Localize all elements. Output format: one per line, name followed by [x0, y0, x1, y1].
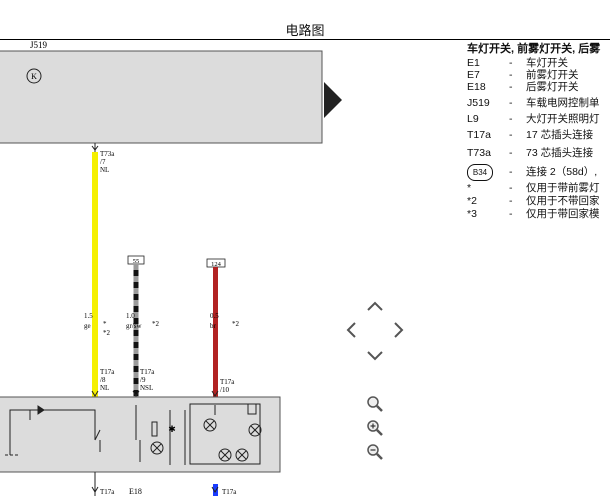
next-page-icon[interactable]	[322, 80, 344, 120]
wire-end-code: NL	[100, 384, 109, 392]
header-divider	[0, 39, 610, 40]
legend-desc: 仅用于带前雾灯	[526, 182, 600, 194]
legend-desc: 73 芯插头连接	[526, 147, 594, 159]
legend-code: E7	[467, 69, 480, 81]
connection-badge: B34	[467, 164, 493, 181]
wire-connector-label: 55	[133, 258, 140, 265]
legend-panel: 车灯开关, 前雾灯开关, 后雾 E1 - 车灯开关 E7 - 前雾灯开关 E18 - 后雾灯…	[467, 40, 610, 240]
zoom-fit-button[interactable]	[366, 395, 384, 413]
navigation-controls	[340, 295, 410, 465]
legend-dash: -	[509, 57, 513, 69]
module-label: J519	[30, 40, 48, 50]
zoom-fit-icon	[367, 396, 383, 412]
legend-dash: -	[509, 208, 513, 220]
legend-desc: 前雾灯开关	[526, 69, 579, 81]
legend-desc: 连接 2（58d）,	[526, 166, 598, 178]
wire-end-code: NSL	[140, 384, 153, 392]
legend-dash: -	[509, 69, 513, 81]
legend-desc: 车载电网控制单	[526, 97, 600, 109]
wire-end-connector: T17a	[220, 378, 235, 386]
legend-dash: -	[509, 81, 513, 93]
zoom-in-icon	[367, 420, 383, 436]
bottom-connector-label: T17a	[222, 488, 237, 496]
pan-left-button[interactable]	[344, 320, 358, 340]
wire-end-pin: /9	[140, 376, 146, 384]
legend-desc: 后雾灯开关	[526, 81, 579, 93]
bottom-connectors: T17a E18 T17a	[91, 472, 237, 496]
legend-desc: 仅用于带回家模	[526, 208, 600, 220]
legend-dash: -	[509, 182, 513, 194]
down-icon	[367, 351, 383, 361]
legend-code: *2	[467, 195, 477, 207]
wire-code-label: NL	[100, 166, 109, 174]
zoom-out-icon	[367, 444, 383, 460]
legend-code: *3	[467, 208, 477, 220]
legend-dash: -	[509, 97, 513, 109]
wire-note: *2	[103, 329, 111, 337]
module-symbol-icon	[26, 68, 42, 84]
page-title: 电路图	[285, 23, 325, 38]
legend-code: E18	[467, 81, 486, 93]
control-unit-j519: J519 K	[0, 40, 323, 144]
wire-grey-black[interactable]: 55 1.0 gr/sw *2 T17a /9 NSL	[126, 255, 160, 405]
bottom-component-label: E18	[129, 487, 142, 496]
wire-color-label: gr/sw	[126, 322, 143, 330]
pan-up-button[interactable]	[365, 299, 385, 313]
svg-text:✱: ✱	[168, 424, 176, 434]
wire-color-label: br	[210, 322, 217, 330]
legend-desc: 17 芯插头连接	[526, 129, 594, 141]
legend-code: T73a	[467, 147, 491, 159]
header: 电路图	[0, 0, 610, 40]
wire-yellow[interactable]: T73a /7 NL 1.5 ge * *2 T17a /8 NL	[84, 143, 115, 406]
wire-size-label: 1.5	[84, 312, 93, 320]
module-symbol: K	[31, 72, 37, 81]
pan-down-button[interactable]	[365, 349, 385, 363]
legend-title: 车灯开关, 前雾灯开关, 后雾	[467, 43, 601, 55]
legend-dash: -	[509, 129, 513, 141]
wire-note: *2	[152, 320, 160, 328]
wire-end-connector: T17a	[140, 368, 155, 376]
legend-code: T17a	[467, 129, 491, 141]
wiring-diagram[interactable]: J519 K T73a /7 NL 1.5 ge * *2 T17a /8 NL…	[0, 40, 330, 496]
legend-code: E1	[467, 57, 480, 69]
wire-brown[interactable]: 124 0.5 br *2 T17a /10	[206, 258, 240, 405]
up-icon	[367, 301, 383, 311]
wire-end-pin: /10	[220, 386, 229, 394]
wire-pin-label: /7	[100, 158, 106, 166]
wire-end-connector: T17a	[100, 368, 115, 376]
wire-color-label: ge	[84, 322, 91, 330]
wire-connector-label: T73a	[100, 150, 115, 158]
legend-desc: 仅用于不带回家	[526, 195, 600, 207]
wire-end-pin: /8	[100, 376, 106, 384]
wire-note: *	[103, 320, 107, 328]
zoom-out-button[interactable]	[366, 443, 384, 461]
connector-arrows	[91, 390, 219, 397]
legend-code: L9	[467, 113, 479, 125]
legend-dash: -	[509, 166, 513, 178]
legend-desc: 车灯开关	[526, 57, 568, 69]
switch-module-box: ✱	[0, 396, 281, 473]
legend-dash: -	[509, 195, 513, 207]
legend-desc: 大灯开关照明灯	[526, 113, 600, 125]
legend-dash: -	[509, 113, 513, 125]
bottom-connector-label: T17a	[100, 488, 115, 496]
left-icon	[346, 322, 356, 338]
zoom-in-button[interactable]	[366, 419, 384, 437]
right-icon	[394, 322, 404, 338]
legend-code: J519	[467, 97, 490, 109]
wire-connector-label: 124	[211, 261, 222, 268]
pan-right-button[interactable]	[392, 320, 406, 340]
wire-size-label: 1.0	[126, 312, 135, 320]
wire-note: *2	[232, 320, 240, 328]
wire-size-label: 0.5	[210, 312, 219, 320]
legend-code: *	[467, 182, 472, 194]
legend-dash: -	[509, 147, 513, 159]
